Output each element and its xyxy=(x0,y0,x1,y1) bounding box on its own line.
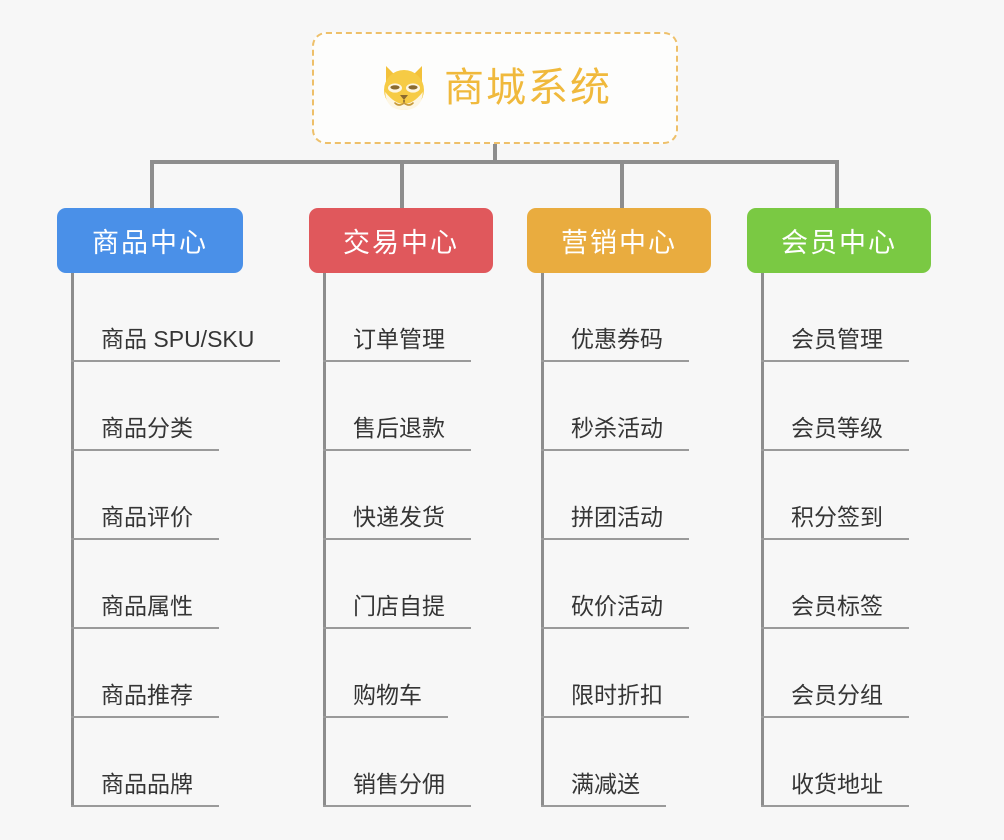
leaf-label: 门店自提 xyxy=(323,593,471,629)
leaf-list-trade-center: 订单管理 售后退款 快递发货 门店自提 购物车 销售分佣 xyxy=(309,273,499,807)
leaf-label: 购物车 xyxy=(323,682,448,718)
category-header-trade-center[interactable]: 交易中心 xyxy=(309,208,493,273)
leaf-label: 会员管理 xyxy=(761,326,909,362)
leaf-item[interactable]: 会员等级 xyxy=(761,362,937,451)
leaf-label: 售后退款 xyxy=(323,415,471,451)
leaf-item[interactable]: 销售分佣 xyxy=(323,718,499,807)
leaf-item[interactable]: 商品分类 xyxy=(71,362,257,451)
leaf-label: 会员标签 xyxy=(761,593,909,629)
leaf-item[interactable]: 商品属性 xyxy=(71,540,257,629)
root-label: 商城系统 xyxy=(444,66,612,110)
leaf-item[interactable]: 限时折扣 xyxy=(541,629,717,718)
connector-drop-product-center xyxy=(150,160,154,210)
leaf-label: 秒杀活动 xyxy=(541,415,689,451)
leaf-item[interactable]: 订单管理 xyxy=(323,273,499,362)
leaf-label: 商品推荐 xyxy=(71,682,219,718)
leaf-label: 订单管理 xyxy=(323,326,471,362)
branch-marketing-center: 营销中心 优惠券码 秒杀活动 拼团活动 砍价活动 限时折扣 满减送 xyxy=(527,208,717,807)
leaf-label: 快递发货 xyxy=(323,504,471,540)
leaf-item[interactable]: 收货地址 xyxy=(761,718,937,807)
leaf-label: 商品分类 xyxy=(71,415,219,451)
category-header-marketing-center[interactable]: 营销中心 xyxy=(527,208,711,273)
leaf-label: 商品 SPU/SKU xyxy=(71,326,281,362)
leaf-label: 满减送 xyxy=(541,771,666,807)
leaf-label: 收货地址 xyxy=(761,771,909,807)
connector-drop-marketing-center xyxy=(620,160,624,210)
leaf-item[interactable]: 会员管理 xyxy=(761,273,937,362)
category-header-product-center[interactable]: 商品中心 xyxy=(57,208,243,273)
category-label: 会员中心 xyxy=(781,228,897,258)
leaf-item[interactable]: 秒杀活动 xyxy=(541,362,717,451)
leaf-spine xyxy=(761,273,764,807)
leaf-list-product-center: 商品 SPU/SKU 商品分类 商品评价 商品属性 商品推荐 商品品牌 xyxy=(57,273,281,807)
leaf-item[interactable]: 砍价活动 xyxy=(541,540,717,629)
shiba-dog-face-icon xyxy=(378,62,430,114)
leaf-spine xyxy=(541,273,544,807)
connector-drop-member-center xyxy=(835,160,839,210)
leaf-label: 商品评价 xyxy=(71,504,219,540)
leaf-item[interactable]: 会员分组 xyxy=(761,629,937,718)
category-label: 营销中心 xyxy=(561,228,677,258)
branch-member-center: 会员中心 会员管理 会员等级 积分签到 会员标签 会员分组 收货地址 xyxy=(747,208,937,807)
leaf-item[interactable]: 商品评价 xyxy=(71,451,257,540)
leaf-label: 限时折扣 xyxy=(541,682,689,718)
leaf-label: 销售分佣 xyxy=(323,771,471,807)
leaf-label: 拼团活动 xyxy=(541,504,689,540)
leaf-label: 会员等级 xyxy=(761,415,909,451)
leaf-item[interactable]: 拼团活动 xyxy=(541,451,717,540)
leaf-label: 商品品牌 xyxy=(71,771,219,807)
category-header-member-center[interactable]: 会员中心 xyxy=(747,208,931,273)
category-label: 交易中心 xyxy=(343,228,459,258)
leaf-item[interactable]: 会员标签 xyxy=(761,540,937,629)
leaf-label: 砍价活动 xyxy=(541,593,689,629)
branch-product-center: 商品中心 商品 SPU/SKU 商品分类 商品评价 商品属性 商品推荐 商品品牌 xyxy=(57,208,281,807)
leaf-list-member-center: 会员管理 会员等级 积分签到 会员标签 会员分组 收货地址 xyxy=(747,273,937,807)
connector-horizontal-bus xyxy=(150,160,839,164)
leaf-label: 会员分组 xyxy=(761,682,909,718)
root-node[interactable]: 商城系统 xyxy=(312,32,678,144)
leaf-item[interactable]: 售后退款 xyxy=(323,362,499,451)
leaf-spine xyxy=(71,273,74,807)
leaf-item[interactable]: 商品品牌 xyxy=(71,718,257,807)
leaf-label: 优惠券码 xyxy=(541,326,689,362)
leaf-item[interactable]: 商品 SPU/SKU xyxy=(71,273,281,362)
leaf-list-marketing-center: 优惠券码 秒杀活动 拼团活动 砍价活动 限时折扣 满减送 xyxy=(527,273,717,807)
connector-root-stem xyxy=(493,144,497,162)
connector-drop-trade-center xyxy=(400,160,404,210)
leaf-spine xyxy=(323,273,326,807)
leaf-item[interactable]: 积分签到 xyxy=(761,451,937,540)
leaf-item[interactable]: 商品推荐 xyxy=(71,629,257,718)
leaf-item[interactable]: 购物车 xyxy=(323,629,499,718)
leaf-item[interactable]: 满减送 xyxy=(541,718,717,807)
leaf-label: 积分签到 xyxy=(761,504,909,540)
category-label: 商品中心 xyxy=(92,228,208,258)
leaf-item[interactable]: 门店自提 xyxy=(323,540,499,629)
leaf-item[interactable]: 优惠券码 xyxy=(541,273,717,362)
branch-trade-center: 交易中心 订单管理 售后退款 快递发货 门店自提 购物车 销售分佣 xyxy=(309,208,499,807)
leaf-label: 商品属性 xyxy=(71,593,219,629)
leaf-item[interactable]: 快递发货 xyxy=(323,451,499,540)
